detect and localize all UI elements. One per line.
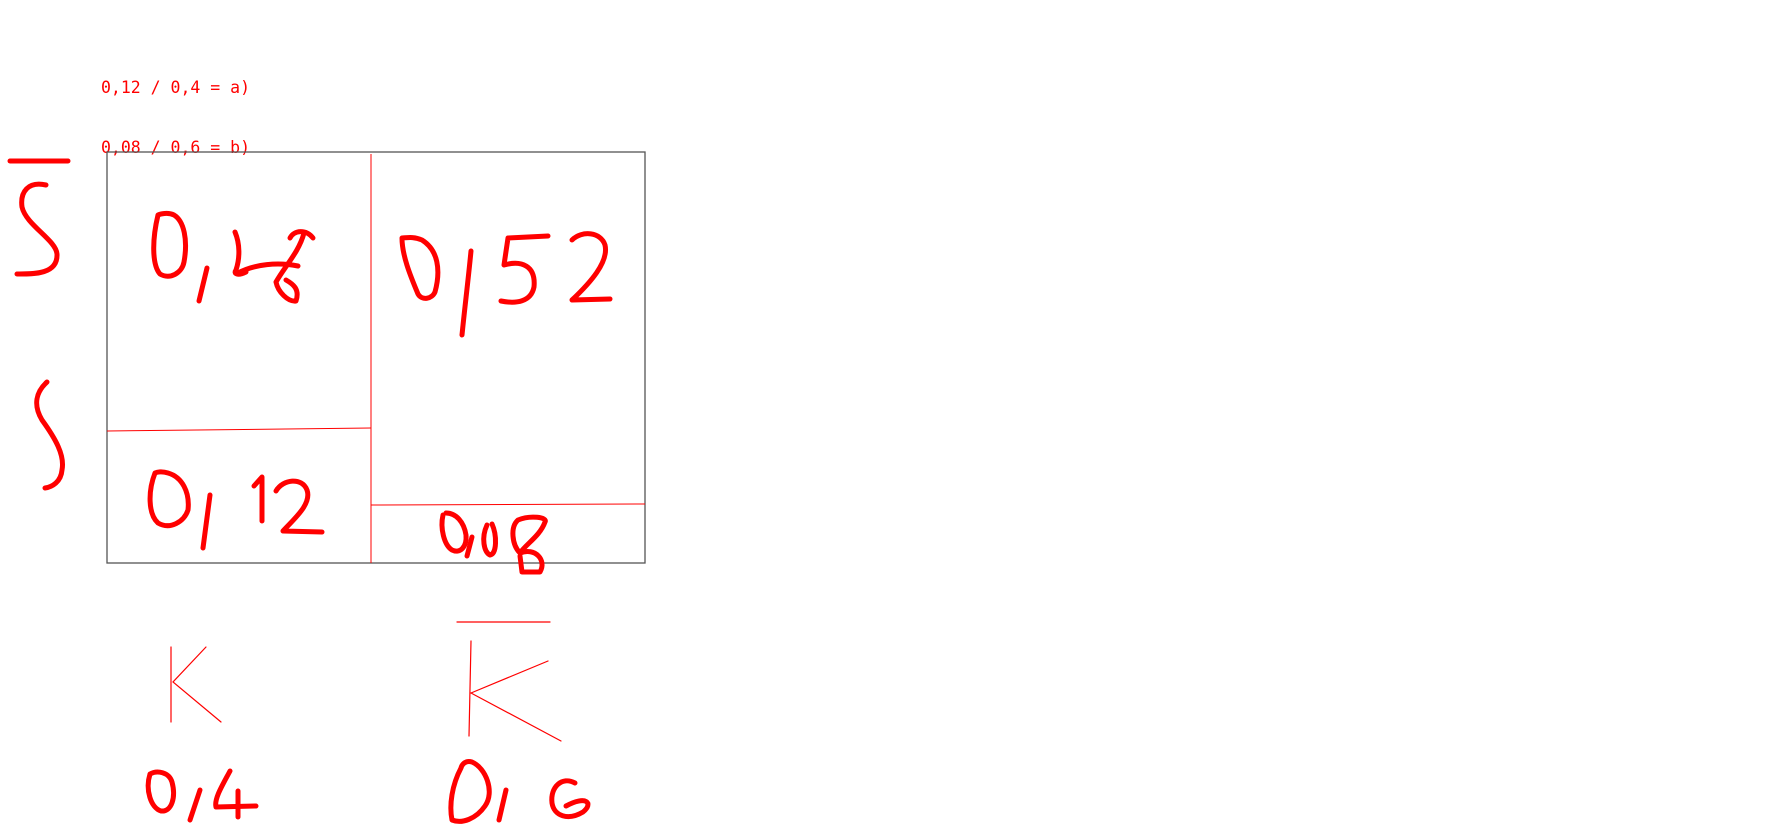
cell-bottom-left-handwriting <box>147 469 325 551</box>
column-label-k-bar <box>456 621 562 742</box>
cell-top-left-handwriting <box>151 210 316 304</box>
note-line-a: 0,12 / 0,4 = a) <box>101 78 251 97</box>
right-row-divider <box>370 503 646 506</box>
column-total-k-handwriting <box>145 768 259 823</box>
row-label-s <box>34 379 66 491</box>
table-dividers <box>106 154 646 563</box>
row-label-s-bar <box>7 158 71 277</box>
column-label-k <box>170 646 222 723</box>
left-row-divider <box>106 427 372 432</box>
column-total-k-bar-handwriting <box>448 759 591 824</box>
cell-bottom-right-handwriting <box>439 510 548 575</box>
cell-top-right-handwriting <box>399 231 613 338</box>
table-frame <box>106 151 646 564</box>
